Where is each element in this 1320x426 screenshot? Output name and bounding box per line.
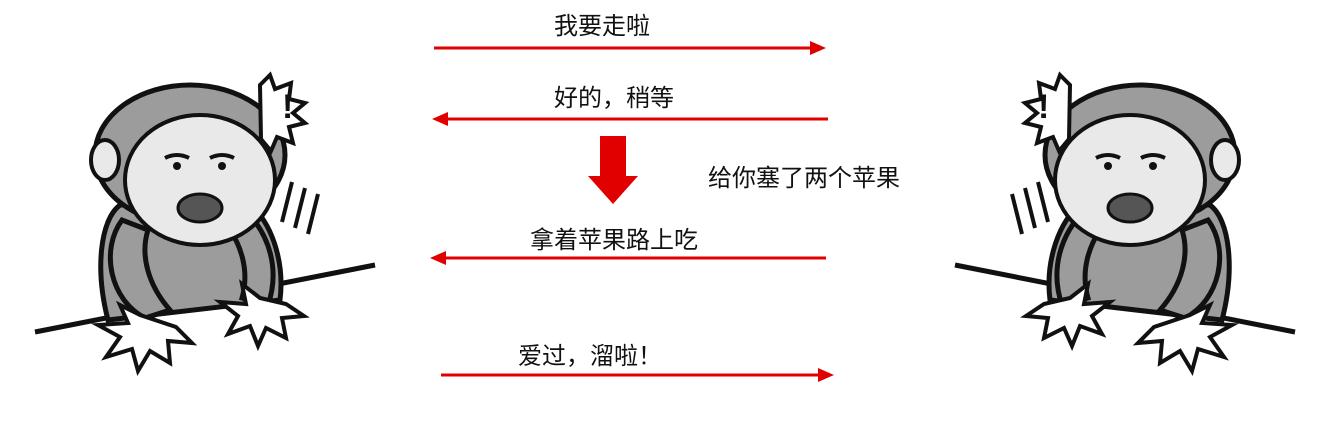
arrow-left-2 <box>432 112 828 126</box>
message-note: 给你塞了两个苹果 <box>708 164 900 192</box>
left-character: ! <box>34 71 376 377</box>
left-mouth <box>176 192 224 224</box>
right-character: ! <box>954 71 1296 377</box>
left-hand-right <box>213 279 310 352</box>
message-3: 拿着苹果路上吃 <box>530 226 698 254</box>
arrow-right-4 <box>441 368 834 382</box>
message-2: 好的，稍等 <box>554 84 674 112</box>
message-4: 爱过，溜啦！ <box>518 342 662 370</box>
down-arrow <box>588 136 638 204</box>
right-exclaim: ! <box>1038 88 1049 126</box>
arrow-left-3 <box>430 251 826 265</box>
left-hand-left <box>91 300 198 377</box>
left-ear <box>89 138 121 182</box>
left-face <box>123 113 277 247</box>
left-exclaim: ! <box>282 88 293 126</box>
arrow-right-1 <box>434 41 826 55</box>
message-1: 我要走啦 <box>554 12 650 40</box>
